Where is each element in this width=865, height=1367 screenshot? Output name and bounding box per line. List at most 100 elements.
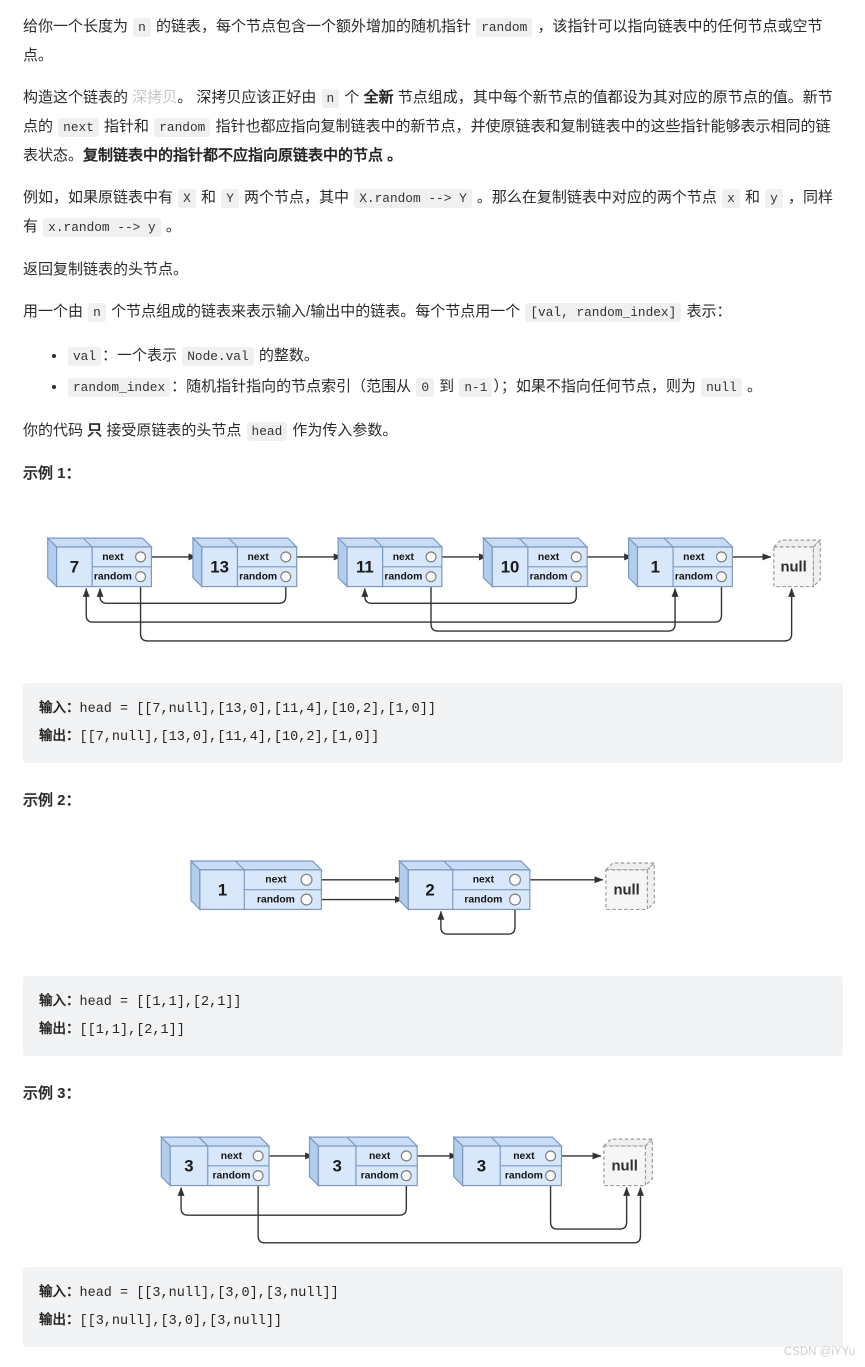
next-port [425,551,437,563]
random-label: random [212,1171,250,1182]
code-chip: val [68,347,102,366]
text-segment: 用一个由 [23,303,88,320]
list-node: 10 next random [481,536,589,588]
text-segment: 例如，如果原链表中有 [23,189,178,206]
text-segment: 复制链表中的指针都不应指向原链表中的节点 。 [83,147,403,164]
list-item-val: val：一个表示 Node.val 的整数。 [67,341,843,372]
random-port [252,1170,264,1182]
text-segment: 。那么在复制链表中对应的两个节点 [472,189,722,206]
random-pointer-arrow [139,581,796,642]
null-node: null [602,1137,654,1187]
code-chip: x.random --> y [43,218,161,237]
example-2-io: 输入：head = [[1,1],[2,1]] 输出：[[1,1],[2,1]] [23,976,843,1056]
deep-copy-link[interactable]: 深拷贝 [132,89,178,106]
output-label: 输出： [39,1312,80,1327]
random-pointer-arrow [177,1180,408,1216]
text-segment: 到 [435,378,459,395]
text-segment: 指针也都应指向复制链表中的新节点，并使原链表和复制链表中的这些指针能够表示相同的… [23,118,831,164]
text-segment: 两个节点，其中 [239,189,354,206]
text-segment: 表示： [682,303,732,320]
input-value: head = [[7,null],[13,0],[11,4],[10,2],[1… [79,702,436,717]
code-chip: head [246,422,288,441]
input-value: head = [[3,null],[3,0],[3,null]] [79,1286,339,1301]
code-chip: x [722,189,740,208]
text-segment: 。 深拷贝应该正好由 [177,89,321,106]
example-2-title: 示例 2： [23,792,81,809]
example-2-pre: 输入：head = [[1,1],[2,1]] 输出：[[1,1],[2,1]] [23,976,843,1056]
random-label: random [361,1171,399,1182]
node-value: 10 [501,558,520,577]
text-segment: 给你一个长度为 [23,18,133,35]
text-segment: 接受原链表的头节点 [102,422,246,439]
csdn-watermark: CSDN @iYYu [783,1346,855,1358]
random-port [508,893,522,906]
code-chip: [val, random_index] [525,303,682,322]
paragraph-return: 返回复制链表的头节点。 [23,256,843,284]
code-chip: n [133,18,151,37]
example-3-title: 示例 3： [23,1085,81,1102]
next-port [715,551,728,563]
text-segment: 个 [340,89,364,106]
next-port [135,551,147,563]
random-label: random [505,1171,543,1182]
text-segment: 作为传入参数。 [288,422,398,439]
text-segment: ：随机指针指向的节点索引（范围从 [171,378,416,395]
random-label: random [530,572,568,583]
list-item-random-index: random_index：随机指针指向的节点索引（范围从 0 到 n-1）；如果… [67,372,843,403]
code-chip: Y [221,189,239,208]
next-port [300,873,313,886]
linked-list-diagram-2: 1 next random 2 next random null [189,859,656,935]
example-1-title: 示例 1： [23,465,81,482]
random-label: random [94,572,132,583]
output-value: [[3,null],[3,0],[3,null]] [79,1314,283,1329]
random-port [300,893,313,906]
code-chip: Node.val [182,347,254,366]
text-segment: ，同样有 [23,189,833,235]
code-chip: n [321,89,340,108]
example-1-diagram: 7 next random 13 next random 11 next ran… [23,532,843,649]
output-label: 输出： [39,1021,80,1036]
random-pointer-arrow [430,581,679,632]
random-port [425,571,437,583]
paragraph-deepcopy: 构造这个链表的 深拷贝。 深拷贝应该正好由 n 个 全新 节点组成，其中每个新节… [23,84,843,170]
list-node: 3 next random [308,1135,419,1187]
input-label: 输入： [39,1284,80,1299]
text-segment: 节点组成，其中每个新节点的值都设为其对应的原节点的值。新节点的 [23,89,833,135]
paragraph-head-param: 你的代码 只 接受原链表的头节点 head 作为传入参数。 [23,417,843,446]
random-label: random [464,895,502,906]
code-chip: next [58,118,99,137]
text-segment: ）；如果不指向任何节点，则为 [493,378,701,395]
representation-list: val：一个表示 Node.val 的整数。 random_index：随机指针… [23,341,843,403]
random-label: random [384,572,422,583]
node-value: 1 [651,558,660,577]
random-port [570,571,582,583]
text-segment: 全新 [363,89,394,106]
text-segment: 个节点组成的链表来表示输入/输出中的链表。每个节点用一个 [106,303,525,320]
text-segment: 和 [740,189,765,206]
random-pointer-arrow [82,581,723,623]
random-label: random [239,572,277,583]
example-2-diagram: 1 next random 2 next random null [23,857,843,948]
paragraph-example-xy: 例如，如果原链表中有 X 和 Y 两个节点，其中 X.random --> Y … [23,184,843,242]
text-segment: 和 [196,189,221,206]
output-value: [[1,1],[2,1]] [79,1023,185,1038]
node-value: 13 [210,558,229,577]
null-label: null [612,1159,638,1175]
text-segment: 构造这个链表的 [23,89,133,106]
next-port [280,551,292,563]
example-3-diagram: 3 next random 3 next random 3 next rando… [23,1130,843,1251]
output-label: 输出： [39,728,80,743]
next-port [570,551,582,563]
next-label: next [221,1151,243,1162]
random-pointer-arrow [549,1180,631,1230]
text-segment: 。 [161,218,181,235]
next-label: next [247,552,269,563]
input-label: 输入： [39,993,80,1008]
next-label: next [538,552,560,563]
next-label: next [102,552,124,563]
linked-list-diagram-3: 3 next random 3 next random 3 next rando… [159,1135,654,1244]
list-node: 7 next random [46,536,153,588]
random-port [715,571,728,583]
text-segment: ，该指针可以指向链表中的任何节点或空节点。 [23,18,823,64]
random-pointer-arrow [361,581,577,605]
